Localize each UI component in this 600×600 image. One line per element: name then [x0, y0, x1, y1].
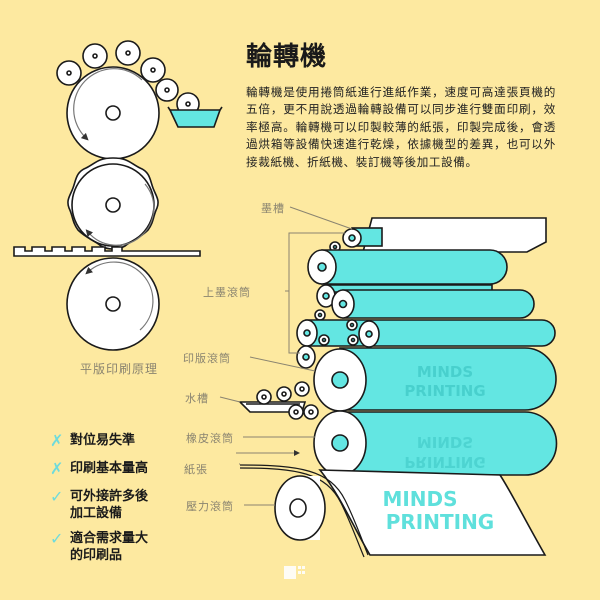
cross-icon: ✗ [50, 459, 64, 478]
lithography-caption: 平版印刷原理 [80, 362, 159, 376]
feature-text: 加工設備 [70, 506, 123, 521]
feature-text: 適合需求量大 [70, 531, 149, 546]
cross-icon: ✗ [50, 431, 64, 450]
feature-item: ✓ 可外接許多後加工設備 [50, 488, 148, 522]
svg-text:MINDS: MINDS [382, 487, 457, 511]
brand-logo-icon [284, 566, 305, 579]
plate-watermark: MINDS PRINTING [404, 363, 485, 400]
blanket-watermark-mirrored: MINDS PRINTING [404, 433, 485, 471]
feature-item: ✗ 印刷基本量高 [50, 460, 148, 477]
feature-text: 的印刷品 [70, 548, 123, 563]
label-impression-cylinder: 壓力滾筒 [186, 500, 234, 513]
paper-strip-icon [13, 246, 201, 257]
label-plate-cylinder: 印版滾筒 [183, 352, 231, 365]
feature-text: 印刷基本量高 [70, 461, 149, 476]
paper-watermark: MINDS PRINTING [382, 487, 494, 534]
feature-text: 可外接許多後 [70, 489, 149, 504]
label-water-tank: 水槽 [185, 392, 209, 405]
svg-text:PRINTING: PRINTING [404, 453, 485, 471]
plate-cylinder-roller [339, 347, 557, 411]
page-title: 輪轉機 [246, 42, 328, 72]
check-icon: ✓ [50, 529, 64, 548]
label-paper: 紙張 [184, 463, 208, 476]
feature-item: ✗ 對位易失準 [50, 432, 135, 449]
svg-text:PRINTING: PRINTING [386, 510, 494, 534]
small-roller-icon [56, 40, 200, 116]
label-ink-roller: 上墨滾筒 [203, 286, 251, 299]
svg-text:MINDS: MINDS [417, 363, 473, 381]
label-ink-tank: 墨槽 [261, 202, 285, 215]
svg-text:PRINTING: PRINTING [404, 382, 485, 400]
ink-tank-icon [361, 217, 547, 253]
lithography-principle-diagram [13, 40, 223, 351]
water-tray-icon [168, 109, 222, 128]
label-blanket-cylinder: 橡皮滾筒 [186, 432, 234, 445]
description-paragraph: 輪轉機是使用捲筒紙進行進紙作業，速度可高達張頁機的五倍，更不用說透過輪轉設備可以… [246, 85, 556, 169]
check-icon: ✓ [50, 487, 64, 506]
feature-text: 對位易失準 [70, 433, 136, 448]
blanket-cylinder-roller [339, 411, 558, 476]
feature-item: ✓ 適合需求量大的印刷品 [50, 530, 148, 564]
rotary-press-diagram [219, 206, 558, 558]
svg-text:MINDS: MINDS [417, 433, 473, 451]
